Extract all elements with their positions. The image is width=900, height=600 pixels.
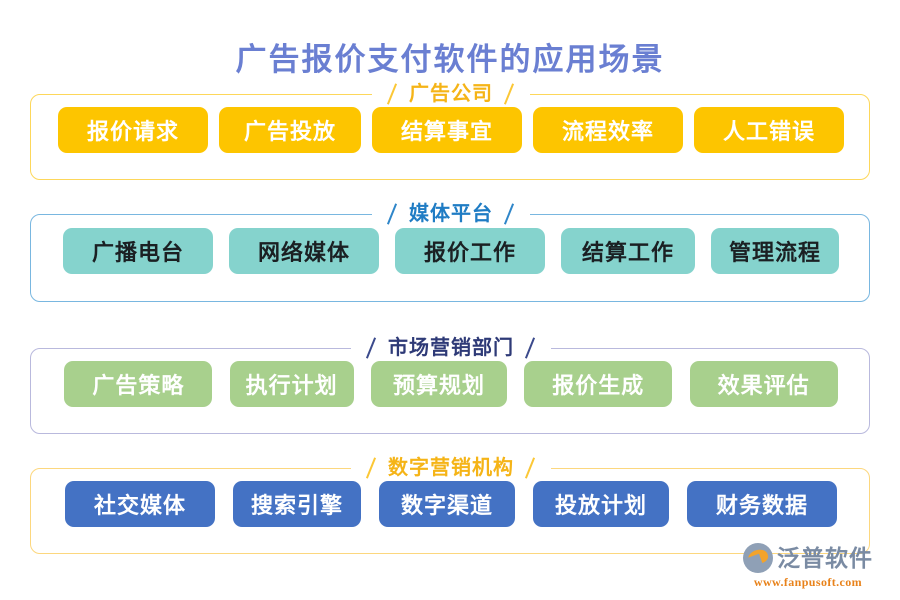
chip-item[interactable]: 预算规划 bbox=[370, 361, 507, 407]
group-label: 媒体平台 bbox=[409, 203, 493, 225]
chip-item[interactable]: 执行计划 bbox=[229, 361, 354, 407]
chip-item[interactable]: 广播电台 bbox=[63, 228, 213, 274]
slash-right-icon bbox=[503, 203, 516, 225]
group-label: 数字营销机构 bbox=[388, 457, 514, 479]
group-header: 广告公司 bbox=[31, 79, 871, 109]
slash-left-icon bbox=[386, 203, 399, 225]
group-items: 广播电台 网络媒体 报价工作 结算工作 管理流程 bbox=[31, 228, 871, 274]
chip-item[interactable]: 效果评估 bbox=[689, 361, 838, 407]
group-header: 市场营销部门 bbox=[31, 333, 871, 363]
chip-item[interactable]: 搜索引擎 bbox=[233, 481, 361, 527]
brand-watermark: 泛普软件 www.fanpusoft.com bbox=[732, 543, 884, 590]
chip-item[interactable]: 投放计划 bbox=[533, 481, 669, 527]
chip-item[interactable]: 结算工作 bbox=[561, 228, 695, 274]
group-media-platform: 媒体平台 广播电台 网络媒体 报价工作 结算工作 管理流程 bbox=[30, 203, 871, 302]
group-label-mask: 广告公司 bbox=[372, 83, 530, 105]
slash-right-icon bbox=[524, 337, 537, 359]
brand-row: 泛普软件 bbox=[743, 543, 873, 573]
group-advertising-company: 广告公司 报价请求 广告投放 结算事宜 流程效率 人工错误 bbox=[30, 83, 871, 180]
group-label-mask: 数字营销机构 bbox=[351, 457, 551, 479]
page-title: 广告报价支付软件的应用场景 bbox=[235, 42, 665, 77]
group-header: 媒体平台 bbox=[31, 199, 871, 229]
group-label-mask: 市场营销部门 bbox=[351, 337, 551, 359]
chip-item[interactable]: 人工错误 bbox=[694, 107, 844, 153]
chip-item[interactable]: 报价生成 bbox=[524, 361, 673, 407]
chip-item[interactable]: 报价工作 bbox=[395, 228, 545, 274]
chip-item[interactable]: 结算事宜 bbox=[372, 107, 522, 153]
chip-item[interactable]: 流程效率 bbox=[533, 107, 683, 153]
slash-left-icon bbox=[365, 457, 378, 479]
fanpu-logo-icon bbox=[743, 543, 773, 573]
group-header: 数字营销机构 bbox=[31, 453, 871, 483]
group-items: 社交媒体 搜索引擎 数字渠道 投放计划 财务数据 bbox=[31, 481, 871, 527]
group-label: 市场营销部门 bbox=[388, 337, 514, 359]
brand-url: www.fanpusoft.com bbox=[753, 575, 863, 589]
slash-left-icon bbox=[365, 337, 378, 359]
group-items: 报价请求 广告投放 结算事宜 流程效率 人工错误 bbox=[31, 107, 871, 153]
group-items: 广告策略 执行计划 预算规划 报价生成 效果评估 bbox=[31, 361, 871, 407]
group-label: 广告公司 bbox=[409, 83, 493, 105]
chip-item[interactable]: 管理流程 bbox=[711, 228, 839, 274]
group-label-mask: 媒体平台 bbox=[372, 203, 530, 225]
group-digital-marketing-agency: 数字营销机构 社交媒体 搜索引擎 数字渠道 投放计划 财务数据 bbox=[30, 457, 871, 554]
chip-item[interactable]: 广告策略 bbox=[64, 361, 213, 407]
slash-left-icon bbox=[386, 83, 399, 105]
chip-item[interactable]: 广告投放 bbox=[219, 107, 361, 153]
group-marketing-department: 市场营销部门 广告策略 执行计划 预算规划 报价生成 效果评估 bbox=[30, 337, 871, 434]
brand-name: 泛普软件 bbox=[777, 545, 873, 571]
chip-item[interactable]: 社交媒体 bbox=[65, 481, 215, 527]
slash-right-icon bbox=[524, 457, 537, 479]
slash-right-icon bbox=[503, 83, 516, 105]
chip-item[interactable]: 报价请求 bbox=[58, 107, 208, 153]
chip-item[interactable]: 财务数据 bbox=[687, 481, 837, 527]
chip-item[interactable]: 数字渠道 bbox=[379, 481, 515, 527]
chip-item[interactable]: 网络媒体 bbox=[229, 228, 379, 274]
